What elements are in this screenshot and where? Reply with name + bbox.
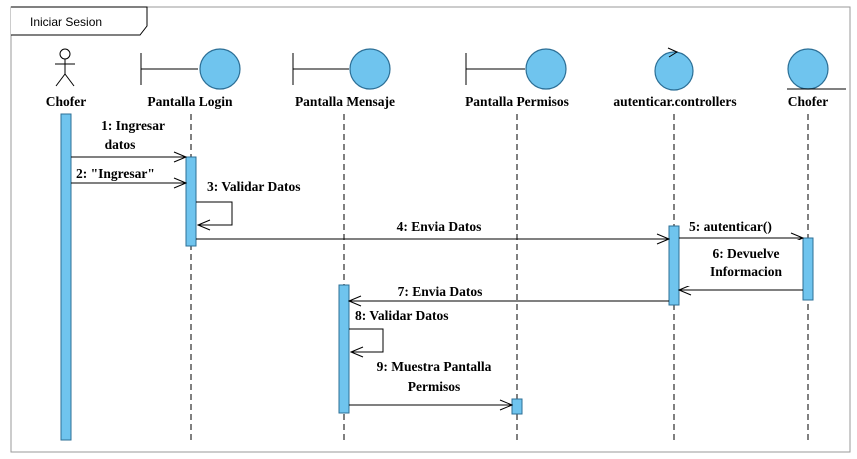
lifeline-label-pantalla-permisos: Pantalla Permisos xyxy=(465,94,569,109)
boundary-icon xyxy=(465,48,567,90)
message-5-label: 5: autenticar() xyxy=(689,219,772,234)
lifeline-label-pantalla-login: Pantalla Login xyxy=(147,94,233,109)
message-1-label: 1: Ingresar xyxy=(101,118,165,133)
activation-pantalla-permisos xyxy=(511,398,523,415)
message-3-label: 3: Validar Datos xyxy=(207,179,301,194)
message-7-label: 7: Envia Datos xyxy=(398,284,483,299)
message-4-label: 4: Envia Datos xyxy=(397,219,482,234)
message-3-arrow xyxy=(196,201,233,225)
lifeline-label-chofer-actor: Chofer xyxy=(46,94,87,109)
boundary-icon xyxy=(292,48,391,90)
lifeline-label-pantalla-mensaje: Pantalla Mensaje xyxy=(295,94,395,109)
message-2-label: 2: "Ingresar" xyxy=(76,166,155,181)
actor-icon xyxy=(55,48,75,87)
frame-title: Iniciar Sesion xyxy=(30,15,102,29)
activation-autenticar-controllers xyxy=(668,225,680,306)
activation-pantalla-mensaje xyxy=(338,284,350,414)
activation-chofer-entity xyxy=(802,237,814,301)
activation-pantalla-login xyxy=(185,156,197,247)
message-6-label-bg xyxy=(686,240,800,286)
message-6-label: 6: Devuelve xyxy=(712,246,779,261)
message-8-arrow xyxy=(349,328,384,352)
diagram-frame xyxy=(10,6,851,453)
boundary-icon xyxy=(140,48,241,90)
lifeline-label-chofer-entity: Chofer xyxy=(788,94,829,109)
activation-chofer-actor xyxy=(60,113,72,441)
entity-icon xyxy=(787,48,846,90)
frame-tab xyxy=(11,6,148,36)
message-9-label: 9: Muestra Pantalla xyxy=(377,359,492,374)
control-icon xyxy=(654,47,694,91)
lifeline-label-autenticar-controllers: autenticar.controllers xyxy=(613,94,736,109)
message-1-label-line2: datos xyxy=(105,137,136,152)
message-9-label-line2: Permisos xyxy=(408,379,460,394)
message-8-label: 8: Validar Datos xyxy=(355,308,449,323)
message-6-label-line2: Informacion xyxy=(710,264,782,279)
